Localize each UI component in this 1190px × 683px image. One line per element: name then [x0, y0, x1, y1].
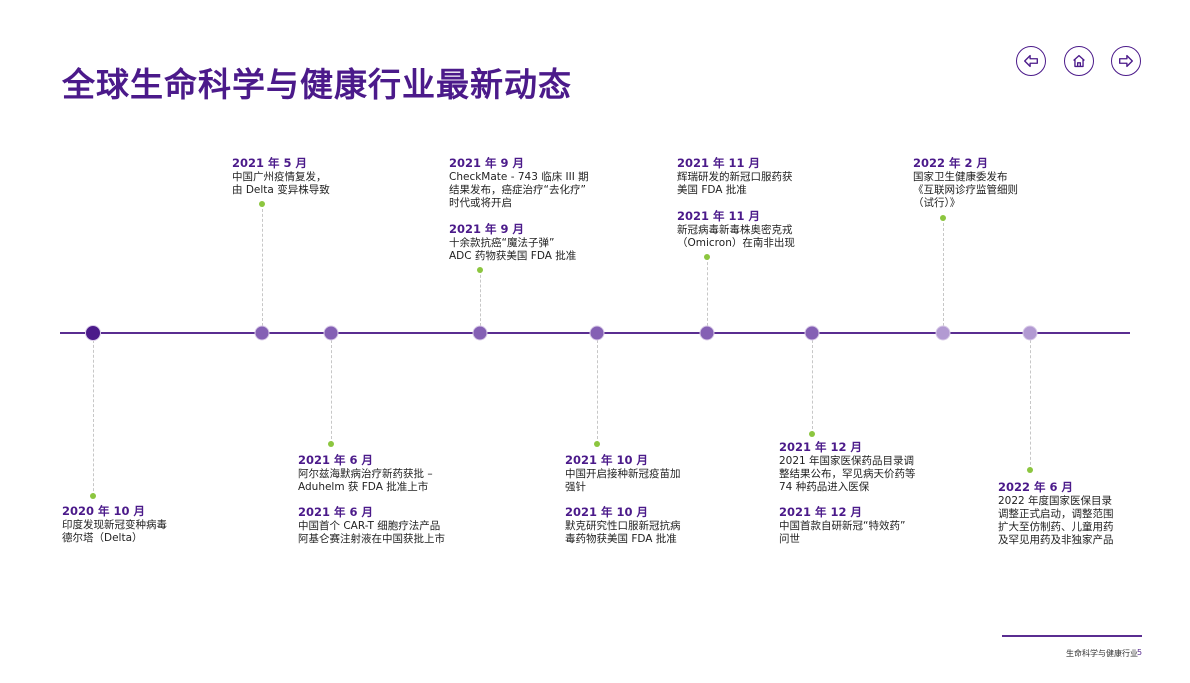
- event-text: （试行）》: [913, 197, 961, 209]
- event-date: 2021 年 12 月: [779, 505, 863, 519]
- timeline-node: [699, 325, 715, 341]
- prev-button[interactable]: [1016, 46, 1046, 76]
- event-date: 2022 年 2 月: [913, 156, 989, 170]
- event-text: 及罕见用药及非独家产品: [998, 534, 1114, 546]
- event-text: 毒药物获美国 FDA 批准: [565, 533, 677, 545]
- event-text: 中国首款自研新冠“特效药”: [779, 520, 906, 532]
- timeline-node: [1022, 325, 1038, 341]
- event-text: 默克研究性口服新冠抗病: [565, 520, 681, 532]
- event-text: 十余款抗癌“魔法子弹”: [449, 237, 555, 249]
- event-text: 扩大至仿制药、儿童用药: [998, 521, 1114, 533]
- event-text: 中国广州疫情复发，: [232, 171, 327, 183]
- event-marker: [940, 215, 946, 221]
- event-2021-12-b: 2021 年 12 月 中国首款自研新冠“特效药” 问世: [779, 505, 905, 546]
- connector: [262, 204, 263, 326]
- event-text: 德尔塔（Delta）: [62, 532, 143, 544]
- connector: [1030, 340, 1031, 470]
- event-marker: [809, 431, 815, 437]
- event-text: 阿基仑赛注射液在中国获批上市: [298, 533, 445, 545]
- event-text: 辉瑞研发的新冠口服药获: [677, 171, 793, 183]
- event-2021-11-b: 2021 年 11 月 新冠病毒新毒株奥密克戎 （Omicron）在南非出现: [677, 209, 795, 250]
- event-text: 时代或将开启: [449, 197, 512, 209]
- event-text: CheckMate - 743 临床 III 期: [449, 171, 589, 183]
- footer-label: 生命科学与健康行业: [1066, 649, 1138, 658]
- event-2021-12-a: 2021 年 12 月 2021 年国家医保药品目录调 整结果公布，罕见病天价药…: [779, 440, 916, 494]
- arrow-left-icon: [1024, 54, 1038, 68]
- event-text: ADC 药物获美国 FDA 批准: [449, 250, 577, 262]
- page-number: 5: [1137, 648, 1143, 657]
- event-text: 中国开启接种新冠疫苗加: [565, 468, 681, 480]
- event-date: 2020 年 10 月: [62, 504, 146, 518]
- event-text: 《互联网诊疗监管细则: [913, 184, 1018, 196]
- event-marker: [594, 441, 600, 447]
- footer-divider: [1002, 635, 1142, 637]
- timeline-node: [472, 325, 488, 341]
- event-date: 2022 年 6 月: [998, 480, 1074, 494]
- event-date: 2021 年 6 月: [298, 453, 374, 467]
- event-marker: [328, 441, 334, 447]
- event-text: 阿尔兹海默病治疗新药获批 –: [298, 468, 433, 480]
- event-text: Aduhelm 获 FDA 批准上市: [298, 481, 429, 493]
- event-2021-09-b: 2021 年 9 月 十余款抗癌“魔法子弹” ADC 药物获美国 FDA 批准: [449, 222, 576, 263]
- connector: [597, 340, 598, 444]
- connector: [480, 270, 481, 326]
- event-marker: [259, 201, 265, 207]
- event-date: 2021 年 12 月: [779, 440, 863, 454]
- event-text: 中国首个 CAR-T 细胞疗法产品: [298, 520, 441, 532]
- event-marker: [90, 493, 96, 499]
- timeline-node: [935, 325, 951, 341]
- timeline-node: [323, 325, 339, 341]
- event-2021-09-a: 2021 年 9 月 CheckMate - 743 临床 III 期 结果发布…: [449, 156, 589, 210]
- event-text: 新冠病毒新毒株奥密克戎: [677, 224, 793, 236]
- event-text: 整结果公布，罕见病天价药等: [779, 468, 916, 480]
- event-text: 美国 FDA 批准: [677, 184, 747, 196]
- connector: [331, 340, 332, 444]
- event-date: 2021 年 10 月: [565, 453, 649, 467]
- event-2021-11-a: 2021 年 11 月 辉瑞研发的新冠口服药获 美国 FDA 批准: [677, 156, 793, 197]
- event-date: 2021 年 11 月: [677, 209, 761, 223]
- page-title: 全球生命科学与健康行业最新动态: [62, 65, 572, 104]
- event-text: 问世: [779, 533, 800, 545]
- event-text: 74 种药品进入医保: [779, 481, 870, 493]
- event-date: 2021 年 9 月: [449, 222, 525, 236]
- event-marker: [477, 267, 483, 273]
- event-2022-02: 2022 年 2 月 国家卫生健康委发布 《互联网诊疗监管细则 （试行）》: [913, 156, 1018, 210]
- event-text: 国家卫生健康委发布: [913, 171, 1008, 183]
- event-text: 结果发布，癌症治疗“去化疗”: [449, 184, 586, 196]
- event-date: 2021 年 9 月: [449, 156, 525, 170]
- event-text: 2021 年国家医保药品目录调: [779, 455, 915, 467]
- timeline-node: [254, 325, 270, 341]
- event-text: 2022 年度国家医保目录: [998, 495, 1113, 507]
- event-2021-10-b: 2021 年 10 月 默克研究性口服新冠抗病 毒药物获美国 FDA 批准: [565, 505, 681, 546]
- event-date: 2021 年 10 月: [565, 505, 649, 519]
- timeline-node: [804, 325, 820, 341]
- event-text: 印度发现新冠变种病毒: [62, 519, 167, 531]
- event-2020-10: 2020 年 10 月 印度发现新冠变种病毒 德尔塔（Delta）: [62, 504, 167, 545]
- connector: [93, 340, 94, 496]
- timeline-node: [589, 325, 605, 341]
- connector: [943, 218, 944, 326]
- connector: [707, 257, 708, 326]
- event-text: 强针: [565, 481, 586, 493]
- event-text: 调整正式启动，调整范围: [998, 508, 1114, 520]
- next-button[interactable]: [1111, 46, 1141, 76]
- event-2021-05: 2021 年 5 月 中国广州疫情复发， 由 Delta 变异株导致: [232, 156, 330, 197]
- home-icon: [1073, 54, 1085, 68]
- event-date: 2021 年 11 月: [677, 156, 761, 170]
- connector: [812, 340, 813, 434]
- home-button[interactable]: [1064, 46, 1094, 76]
- event-date: 2021 年 5 月: [232, 156, 308, 170]
- event-2022-06: 2022 年 6 月 2022 年度国家医保目录 调整正式启动，调整范围 扩大至…: [998, 480, 1114, 547]
- event-text: （Omicron）在南非出现: [677, 237, 795, 249]
- event-2021-10-a: 2021 年 10 月 中国开启接种新冠疫苗加 强针: [565, 453, 681, 494]
- event-2021-06-b: 2021 年 6 月 中国首个 CAR-T 细胞疗法产品 阿基仑赛注射液在中国获…: [298, 505, 445, 546]
- timeline-node: [85, 325, 101, 341]
- arrow-right-icon: [1119, 54, 1133, 68]
- event-date: 2021 年 6 月: [298, 505, 374, 519]
- event-text: 由 Delta 变异株导致: [232, 184, 330, 196]
- event-2021-06-a: 2021 年 6 月 阿尔兹海默病治疗新药获批 – Aduhelm 获 FDA …: [298, 453, 433, 494]
- event-marker: [704, 254, 710, 260]
- event-marker: [1027, 467, 1033, 473]
